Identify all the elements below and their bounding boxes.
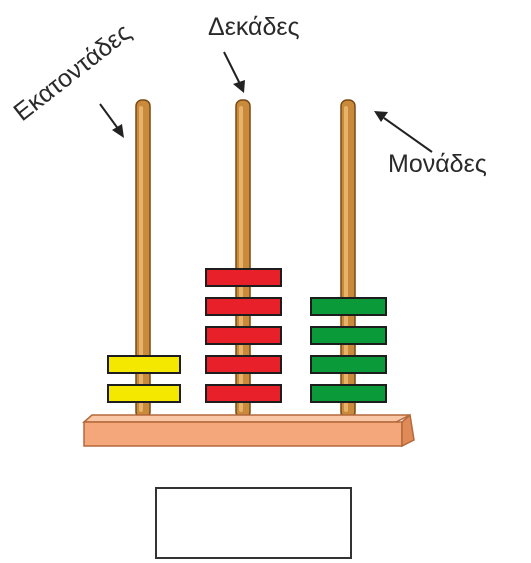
bead-tens: [205, 297, 282, 316]
label-hundreds: Εκατοντάδες: [8, 18, 136, 126]
abacus-base-side: [401, 413, 415, 448]
bead-tens: [205, 326, 282, 345]
arrow-units: [374, 111, 433, 153]
arrow-hundreds: [99, 103, 124, 138]
arrow-tens: [223, 51, 245, 93]
label-units: Μονάδες: [388, 150, 487, 178]
bead-units: [310, 355, 387, 374]
bead-tens: [205, 268, 282, 287]
abacus-base-top: [82, 414, 411, 423]
label-tens: Δεκάδες: [208, 13, 300, 41]
bead-units: [310, 326, 387, 345]
bead-tens: [205, 355, 282, 374]
beads-hundreds: [107, 355, 181, 403]
bead-tens: [205, 384, 282, 403]
abacus-base: [82, 413, 415, 448]
bead-units: [310, 297, 387, 316]
answer-box[interactable]: [155, 487, 352, 559]
rod-hundreds: [135, 99, 151, 419]
beads-units: [310, 297, 387, 403]
bead-hundreds: [107, 384, 181, 403]
bead-units: [310, 384, 387, 403]
beads-tens: [205, 268, 282, 403]
abacus-base-front: [83, 421, 403, 447]
bead-hundreds: [107, 355, 181, 374]
